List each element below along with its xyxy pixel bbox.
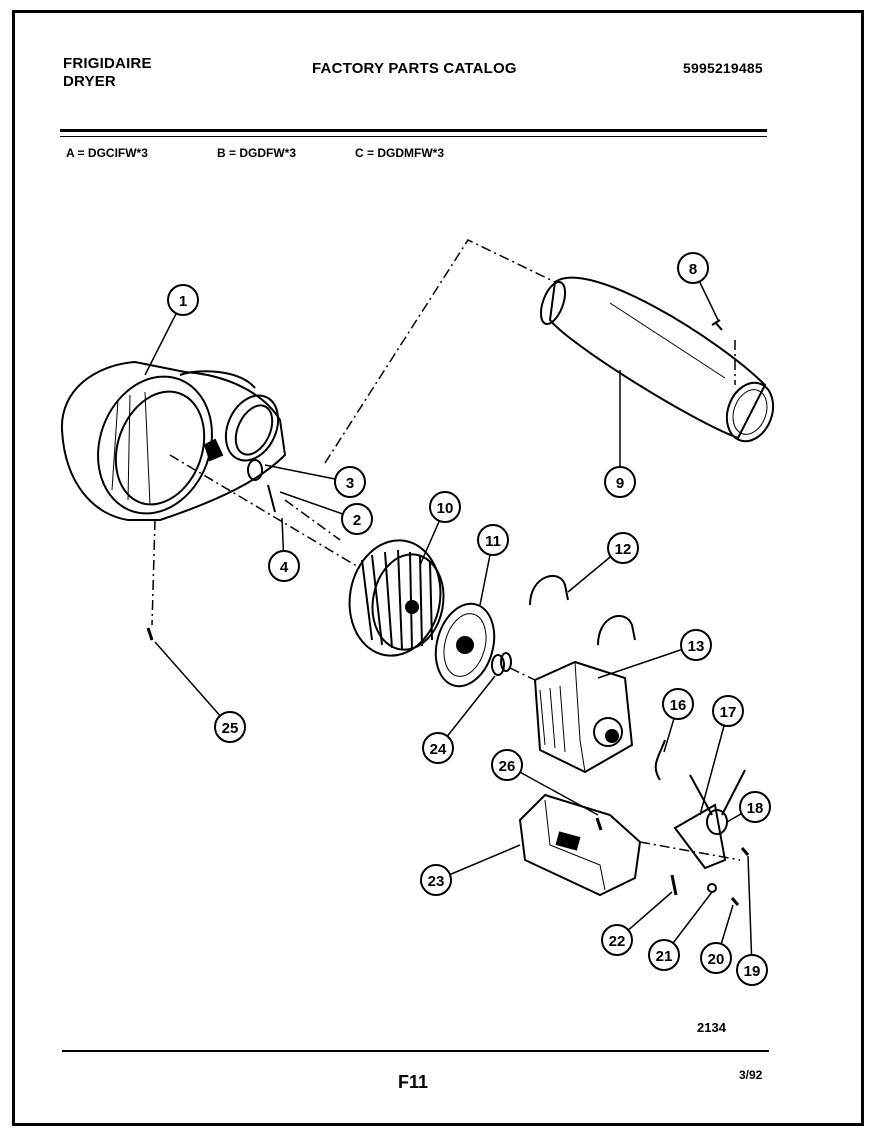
screw-25-drawing	[146, 627, 154, 641]
callout-number: 17	[720, 704, 737, 721]
revision-date: 3/92	[739, 1068, 763, 1082]
page-border	[12, 10, 864, 1126]
callout-3: 3	[334, 466, 366, 498]
model-c: C = DGDMFW*3	[355, 146, 445, 160]
bracket-4-drawing	[267, 484, 276, 513]
brand-block: FRIGIDAIRE DRYER	[63, 55, 152, 91]
callout-number: 20	[708, 951, 725, 968]
callout-number: 1	[179, 293, 187, 310]
header-rule-thin	[60, 136, 767, 137]
callout-number: 18	[747, 800, 764, 817]
exhaust-duct-drawing	[539, 276, 775, 443]
catalog-title: FACTORY PARTS CATALOG	[312, 60, 517, 77]
model-b: B = DGDFW*3	[217, 146, 297, 160]
callout-number: 23	[428, 873, 445, 890]
callout-9: 9	[604, 466, 636, 498]
callout-number: 26	[499, 758, 516, 775]
clip-3-drawing	[247, 459, 263, 481]
callout-2: 2	[341, 503, 373, 535]
callout-number: 12	[615, 541, 632, 558]
model-a: A = DGCIFW*3	[66, 146, 148, 160]
callout-10: 10	[429, 491, 461, 523]
callout-11: 11	[477, 524, 509, 556]
callout-4: 4	[268, 550, 300, 582]
callout-18: 18	[739, 791, 771, 823]
catalog-part-number: 5995219485	[683, 60, 763, 76]
wire-16-drawing	[654, 739, 666, 781]
callout-21: 21	[648, 939, 680, 971]
clamp-12-lower-drawing	[597, 614, 636, 646]
callout-group: 1 2 3 4 8 9 10 11 12 13 16 17 18 19 20 2…	[167, 252, 771, 986]
callout-12: 12	[607, 532, 639, 564]
figure-code: 2134	[697, 1020, 726, 1035]
assembly-lines	[151, 239, 741, 861]
callout-number: 19	[744, 963, 761, 980]
callout-number: 21	[656, 948, 673, 965]
page-identifier: F11	[398, 1072, 429, 1092]
callout-number: 10	[437, 500, 454, 517]
motor-base-drawing	[518, 793, 642, 897]
pulley-disc-drawing	[434, 602, 496, 688]
appliance-type: DRYER	[63, 73, 116, 90]
callout-22: 22	[601, 924, 633, 956]
callout-number: 8	[689, 261, 697, 278]
callout-number: 13	[688, 638, 705, 655]
callout-23: 23	[420, 864, 452, 896]
callout-number: 2	[353, 512, 361, 529]
blower-wheel-drawing	[348, 539, 445, 657]
callout-13: 13	[680, 629, 712, 661]
callout-19: 19	[736, 954, 768, 986]
callout-number: 4	[280, 559, 289, 576]
screw-8-drawing	[711, 319, 723, 331]
callout-25: 25	[214, 711, 246, 743]
callout-number: 22	[609, 933, 626, 950]
clamp-12-upper-drawing	[529, 574, 569, 606]
spring-22-drawing	[670, 874, 678, 896]
callout-number: 9	[616, 475, 624, 492]
header-rule-thick	[60, 129, 767, 132]
callout-24: 24	[422, 732, 454, 764]
callout-number: 25	[222, 720, 239, 737]
idler-bracket-drawing	[673, 769, 746, 870]
callout-26: 26	[491, 749, 523, 781]
callout-number: 3	[346, 475, 354, 492]
callout-number: 24	[430, 741, 447, 758]
footer-rule	[62, 1050, 769, 1052]
screw-19-drawing	[740, 847, 750, 856]
callout-number: 11	[485, 533, 501, 550]
washer-21-drawing	[707, 883, 717, 893]
leader-lines	[144, 267, 754, 969]
callout-17: 17	[712, 695, 744, 727]
callout-20: 20	[700, 942, 732, 974]
callout-number: 16	[670, 697, 687, 714]
motor-drawing	[533, 660, 634, 774]
brand-name: FRIGIDAIRE	[63, 55, 152, 72]
callout-1: 1	[167, 284, 199, 316]
screw-26-drawing	[595, 817, 603, 831]
screw-20-drawing	[730, 897, 740, 906]
callout-16: 16	[662, 688, 694, 720]
callout-8: 8	[677, 252, 709, 284]
blower-housing-drawing	[60, 360, 287, 521]
ring-24-drawing	[491, 654, 505, 676]
